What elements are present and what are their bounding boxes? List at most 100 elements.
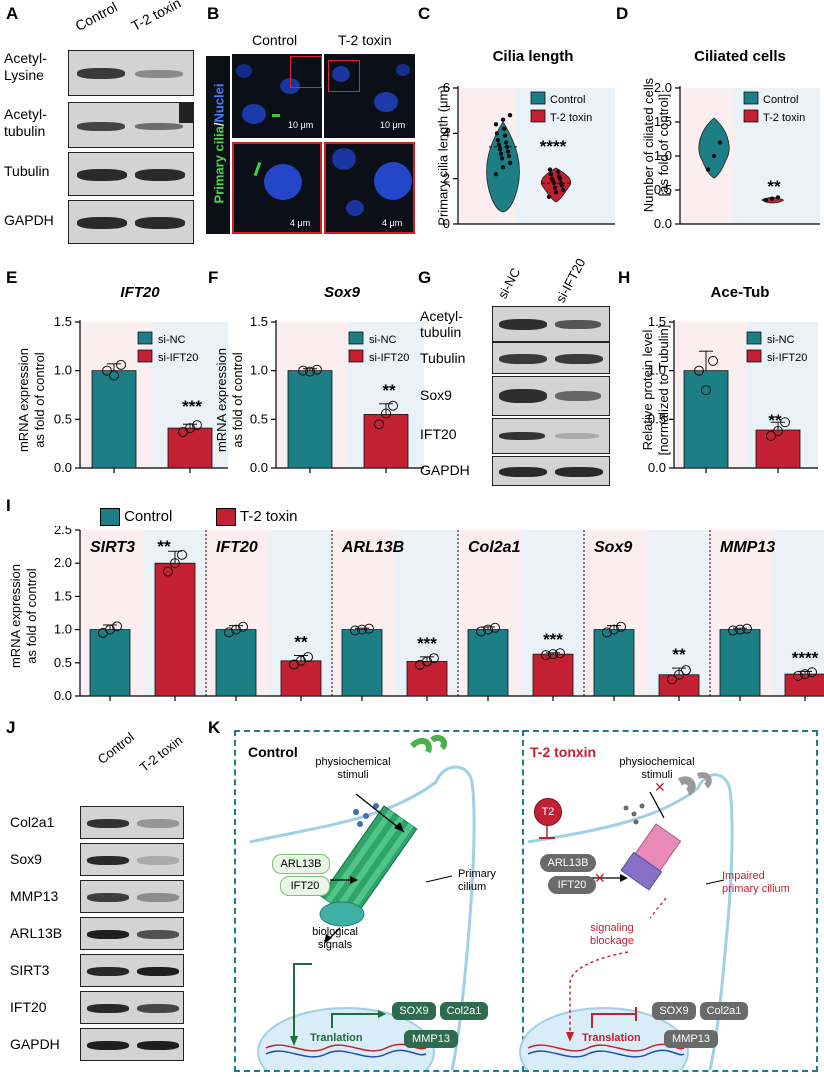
y-tick-label: 2 <box>443 171 450 186</box>
y-axis-label: Number of ciliated cells [as fold of con… <box>641 77 671 213</box>
data-point <box>735 624 745 635</box>
data-point <box>558 181 564 186</box>
data-point <box>374 419 384 430</box>
column-label: T-2 toxin <box>136 732 186 775</box>
data-point <box>667 674 677 685</box>
data-point <box>711 153 717 159</box>
y-tick-label: 1.0 <box>54 622 72 637</box>
blot-row-label: ARL13B <box>10 925 63 941</box>
blockage-label: signaling blockage <box>589 922 635 947</box>
violin-toxin <box>540 167 572 203</box>
panel-label-i: I <box>6 496 11 515</box>
data-point <box>98 627 108 638</box>
blot-row-label: Sox9 <box>10 851 42 867</box>
data-point <box>224 627 234 638</box>
cilium-label: Primary cilium <box>458 868 496 893</box>
y-axis-label: mRNA expression as fold of control <box>16 347 47 453</box>
translation-label: Translation <box>582 1032 641 1044</box>
data-point <box>507 160 513 165</box>
y-tick-label: 0.5 <box>250 411 268 426</box>
chart-title: IFT20 <box>120 284 160 301</box>
data-point <box>507 113 513 118</box>
legend-label: T-2 toxin <box>763 112 805 124</box>
bar <box>406 661 448 697</box>
blot-row-label: SIRT3 <box>10 962 50 978</box>
data-point <box>800 669 810 680</box>
blot-row-label: GAPDH <box>4 212 54 228</box>
bar <box>593 629 635 697</box>
blot-row-label: Tubulin <box>420 350 466 366</box>
chart-e: 0.00.51.01.5 si-NC si-IFT20 *** <box>54 314 228 475</box>
data-point <box>170 558 180 569</box>
data-point <box>497 147 503 152</box>
bar <box>215 629 257 697</box>
blot-lane <box>80 806 184 839</box>
blot-lane <box>80 954 184 987</box>
data-point <box>505 149 511 154</box>
blot-ift20 <box>492 418 610 454</box>
t2-toxin-badge: T2 <box>534 798 562 826</box>
blot-lane <box>80 917 184 950</box>
chart-i: 0.00.51.01.52.02.5SIRT3**IFT20**ARL13B**… <box>54 526 824 703</box>
significance-label: *** <box>182 397 202 416</box>
data-point <box>705 167 711 172</box>
data-point <box>415 659 425 670</box>
panel-label-g: G <box>418 268 432 287</box>
category-label: Col2a1 <box>468 539 521 556</box>
data-point <box>105 624 115 635</box>
blot-row-label: IFT20 <box>420 426 457 442</box>
column-label: si-NC <box>494 265 524 301</box>
column-label: Control <box>252 32 298 48</box>
data-point <box>312 364 322 375</box>
gene-badge: SOX9 <box>392 1002 436 1020</box>
y-tick-label: 1.0 <box>54 363 72 378</box>
blot-row-label: GAPDH <box>420 462 470 478</box>
y-tick-label: 0.5 <box>654 182 672 197</box>
data-point <box>116 359 126 370</box>
data-point <box>494 131 500 136</box>
data-point <box>674 669 684 680</box>
data-point <box>602 627 612 638</box>
legend-label: si-NC <box>767 334 795 346</box>
y-tick-label: 0.0 <box>250 460 268 475</box>
category-label: Sox9 <box>594 539 632 556</box>
data-point <box>499 156 505 161</box>
blot-gapdh <box>492 456 610 486</box>
data-point <box>498 151 504 156</box>
bar <box>658 674 700 697</box>
micrograph-control-zoom: 4 μm <box>232 142 322 234</box>
data-point <box>546 194 552 199</box>
data-point <box>112 621 122 632</box>
y-tick-label: 1.0 <box>250 363 268 378</box>
y-tick-label: 0.5 <box>54 655 72 670</box>
legend-label: Control <box>124 508 173 525</box>
blot-lane <box>80 843 184 876</box>
column-label: T-2 toxin <box>128 0 184 35</box>
bar <box>167 427 213 469</box>
y-tick-label: 2.0 <box>54 555 72 570</box>
data-point <box>490 622 500 633</box>
blot-row-label: Acetyl- tubulin <box>420 308 463 340</box>
data-point <box>476 626 486 637</box>
diagram-frame <box>234 730 818 1072</box>
data-point <box>541 650 551 661</box>
data-point <box>496 142 502 147</box>
blot-row-label: Sox9 <box>420 387 452 403</box>
data-point <box>555 169 561 175</box>
bar <box>89 629 131 697</box>
y-tick-label: 0.0 <box>54 460 72 475</box>
data-point <box>109 370 119 381</box>
data-point <box>303 652 313 663</box>
data-point <box>500 165 506 170</box>
diagram-divider <box>522 730 524 1072</box>
data-point <box>422 656 432 667</box>
data-point <box>192 420 202 431</box>
mechanism-diagram: ✕ ✕ <box>249 734 734 1070</box>
arl13b-badge: ARL13B <box>540 854 596 872</box>
stimuli-label: physiochemical stimuli <box>619 756 695 781</box>
bar <box>280 660 322 697</box>
blot-sox9 <box>492 376 610 416</box>
blot-gapdh <box>68 200 194 244</box>
legend-swatch <box>100 508 120 526</box>
